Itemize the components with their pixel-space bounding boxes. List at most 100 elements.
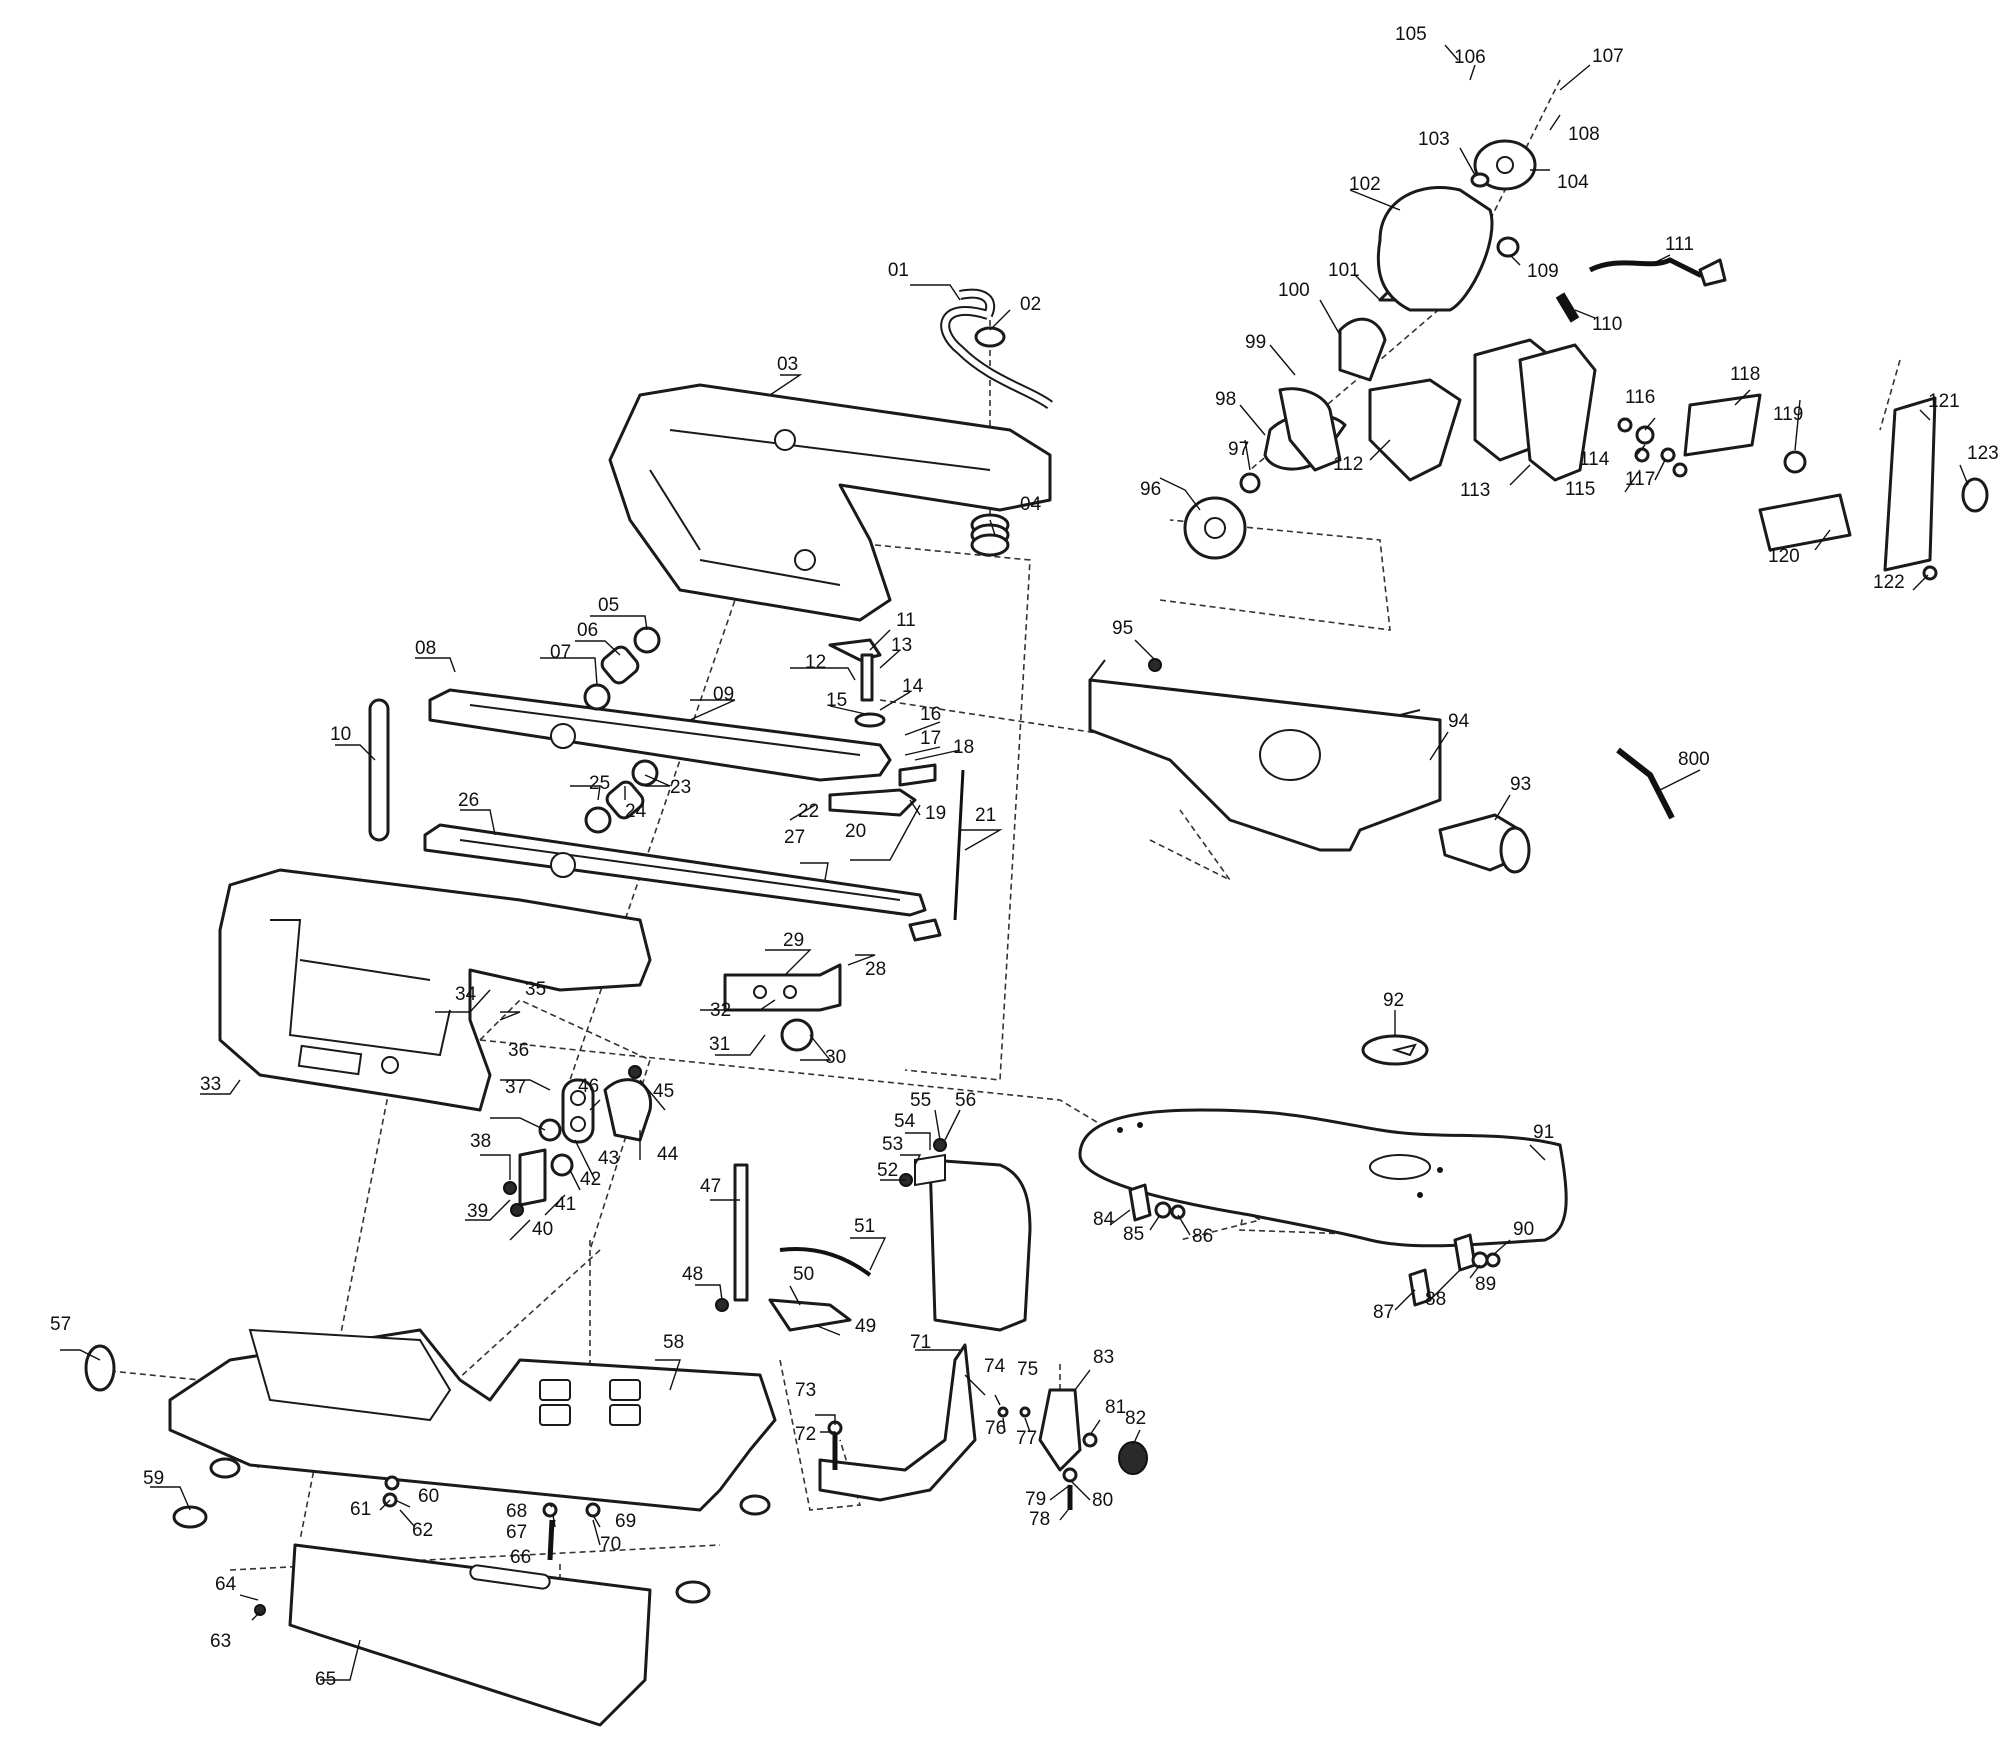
part-label: 47 — [700, 1176, 721, 1197]
part-label: 114 — [1579, 449, 1610, 470]
part-label: 112 — [1333, 454, 1363, 475]
part-label: 103 — [1418, 129, 1450, 150]
lower-arm-housing-33 — [218, 868, 652, 1112]
part-label: 52 — [877, 1160, 898, 1181]
part-label: 62 — [412, 1520, 433, 1541]
part-label: 01 — [888, 260, 909, 281]
part-label: 15 — [826, 690, 847, 711]
part-label: 121 — [1928, 391, 1960, 412]
part-label: 99 — [1245, 332, 1266, 353]
part-label: 41 — [555, 1194, 576, 1215]
part-label: 49 — [855, 1316, 876, 1337]
part-label: 81 — [1105, 1397, 1126, 1418]
part-label: 10 — [330, 724, 351, 745]
part-label: 42 — [580, 1169, 601, 1190]
part-label: 116 — [1625, 387, 1655, 408]
part-label: 83 — [1093, 1347, 1114, 1368]
part-label: 36 — [508, 1040, 529, 1061]
part-label: 106 — [1454, 47, 1486, 68]
bellows-04 — [970, 513, 1010, 557]
ring-57 — [84, 1344, 116, 1392]
part-label: 27 — [784, 827, 805, 848]
part-label: 11 — [896, 610, 916, 631]
part-label: 17 — [920, 728, 941, 749]
part-label: 91 — [1533, 1122, 1554, 1143]
part-label: 37 — [505, 1077, 526, 1098]
part-label: 75 — [1017, 1359, 1038, 1380]
motor-assembly — [1183, 139, 1727, 560]
part-label: 38 — [470, 1131, 491, 1152]
part-label: 71 — [910, 1332, 931, 1353]
part-label: 12 — [805, 652, 826, 673]
motor-cover-94 — [1088, 659, 1442, 852]
hose — [940, 288, 1053, 410]
part-label: 53 — [882, 1134, 903, 1155]
part-label: 111 — [1665, 234, 1694, 255]
part-label: 60 — [418, 1486, 439, 1507]
part-label: 119 — [1773, 404, 1803, 425]
part-label: 102 — [1349, 174, 1381, 195]
hex-key-800 — [1616, 747, 1675, 820]
part-label: 78 — [1029, 1509, 1050, 1530]
part-label: 33 — [200, 1074, 221, 1095]
part-label: 120 — [1768, 546, 1800, 567]
part-label: 28 — [865, 959, 886, 980]
part-label: 95 — [1112, 618, 1133, 639]
part-label: 18 — [953, 737, 974, 758]
part-label: 04 — [1020, 494, 1042, 515]
leader-lines — [60, 44, 1969, 1681]
table-91 — [1078, 1108, 1568, 1248]
part-label: 123 — [1967, 443, 1999, 464]
part-label: 23 — [670, 777, 691, 798]
part-label: 59 — [143, 1468, 164, 1489]
blade-guard-56 — [899, 1138, 1032, 1332]
part-label: 98 — [1215, 389, 1236, 410]
part-label: 20 — [845, 821, 866, 842]
part-label: 08 — [415, 638, 436, 659]
part-label: 115 — [1565, 479, 1595, 500]
bracket-29 — [723, 963, 842, 1012]
screw-95 — [1148, 658, 1162, 672]
part-label: 34 — [455, 984, 477, 1005]
part-label: 110 — [1592, 314, 1622, 335]
tilt-parts-76-83 — [997, 1388, 1148, 1510]
part-label: 57 — [50, 1314, 71, 1335]
part-label: 105 — [1395, 24, 1427, 45]
cover-65 — [288, 1543, 652, 1727]
part-label: 63 — [210, 1631, 231, 1652]
part-label: 82 — [1125, 1408, 1146, 1429]
part-label: 72 — [795, 1424, 816, 1445]
nozzle-02 — [974, 326, 1006, 348]
part-label: 97 — [1228, 439, 1249, 460]
part-label: 64 — [215, 1574, 237, 1595]
switch-parts — [1617, 393, 1989, 581]
part-label: 84 — [1093, 1209, 1115, 1230]
part-label: 107 — [1592, 46, 1624, 67]
part-label: 56 — [955, 1090, 976, 1111]
part-label: 94 — [1448, 711, 1470, 732]
lower-arm-26 — [423, 823, 927, 917]
part-label: 69 — [615, 1511, 636, 1532]
part-label: 51 — [854, 1216, 875, 1237]
part-label: 13 — [891, 635, 912, 656]
part-label: 100 — [1278, 280, 1310, 301]
part-label: 07 — [550, 642, 571, 663]
part-label: 24 — [625, 801, 647, 822]
part-label: 43 — [598, 1148, 619, 1169]
part-label: 67 — [506, 1522, 527, 1543]
part-label: 85 — [1123, 1224, 1144, 1245]
link-10 — [368, 698, 390, 842]
part-label: 54 — [894, 1111, 916, 1132]
part-label: 03 — [777, 354, 798, 375]
part-label: 117 — [1625, 469, 1655, 490]
part-label: 22 — [798, 801, 819, 822]
part-label: 31 — [709, 1034, 730, 1055]
part-label: 87 — [1373, 1302, 1394, 1323]
part-number-labels: 01 02 03 04 05 06 07 08 09 10 11 12 13 1… — [50, 24, 1999, 1690]
eccentric-parts-36-46 — [503, 1065, 652, 1217]
part-label: 29 — [783, 930, 804, 951]
part-label: 92 — [1383, 990, 1404, 1011]
base-screws — [254, 1475, 601, 1616]
part-label: 02 — [1020, 294, 1041, 315]
